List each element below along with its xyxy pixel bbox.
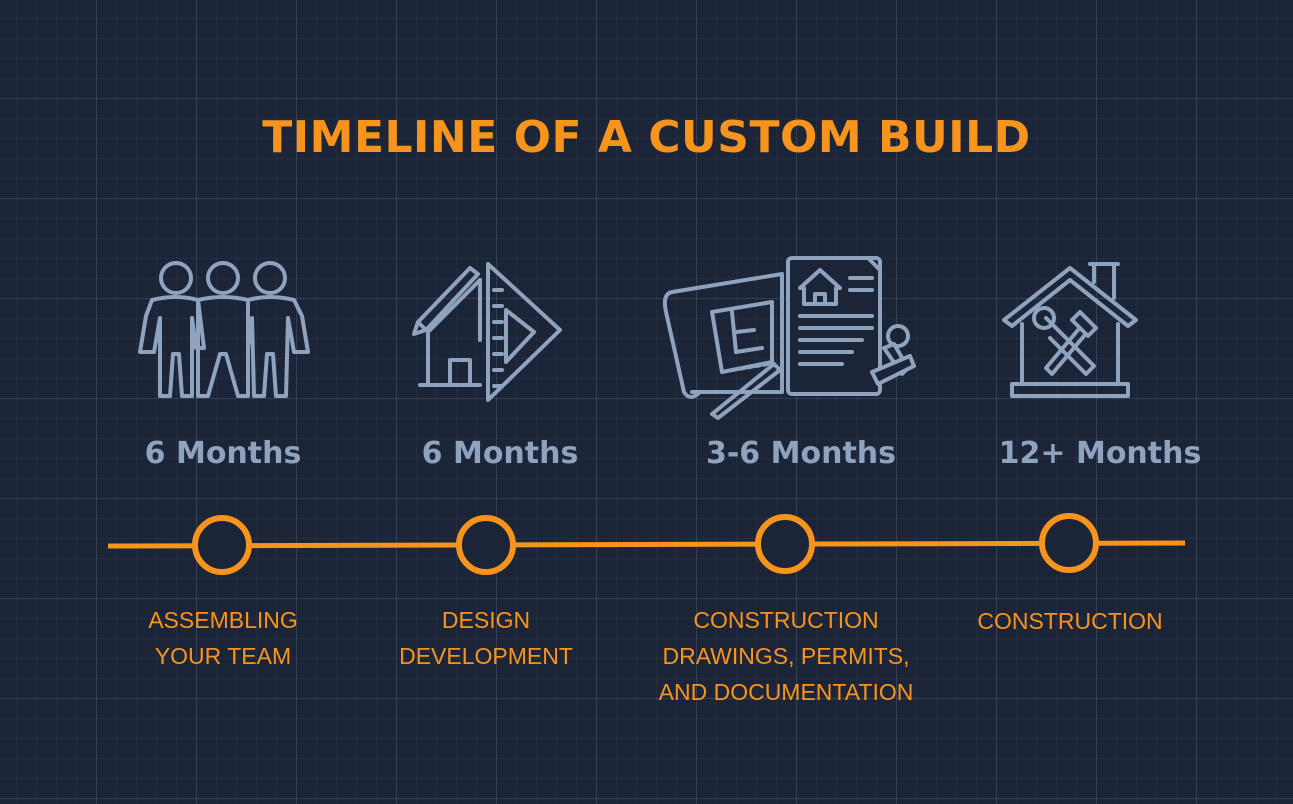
label-line: CONSTRUCTION <box>693 607 879 633</box>
duration-step-3: 3-6 Months <box>705 436 897 471</box>
label-step-3: CONSTRUCTION DRAWINGS, PERMITS, AND DOCU… <box>636 602 936 710</box>
duration-step-1: 6 Months <box>144 436 302 471</box>
label-line: DRAWINGS, PERMITS, <box>662 643 910 669</box>
label-line: CONSTRUCTION <box>977 608 1163 634</box>
team-icon <box>132 258 314 402</box>
label-line: AND DOCUMENTATION <box>658 679 914 705</box>
label-line: ASSEMBLING <box>148 607 298 633</box>
timeline-line <box>107 540 1186 549</box>
timeline-node-3 <box>755 514 815 574</box>
duration-step-4: 12+ Months <box>998 436 1202 471</box>
label-line: DEVELOPMENT <box>399 643 573 669</box>
blueprint-permit-icon <box>662 252 916 420</box>
design-tools-icon <box>410 260 565 404</box>
house-tools-icon <box>1000 258 1140 404</box>
timeline-node-1 <box>192 515 252 575</box>
label-line: YOUR TEAM <box>154 643 292 669</box>
timeline-node-2 <box>456 515 516 575</box>
page-title: TIMELINE OF A CUSTOM BUILD <box>262 112 1031 163</box>
timeline-node-4 <box>1039 513 1099 573</box>
label-step-1: ASSEMBLING YOUR TEAM <box>73 602 373 674</box>
duration-step-2: 6 Months <box>421 436 579 471</box>
label-step-2: DESIGN DEVELOPMENT <box>336 602 636 674</box>
label-line: DESIGN <box>441 607 531 633</box>
label-step-4: CONSTRUCTION <box>920 603 1220 639</box>
